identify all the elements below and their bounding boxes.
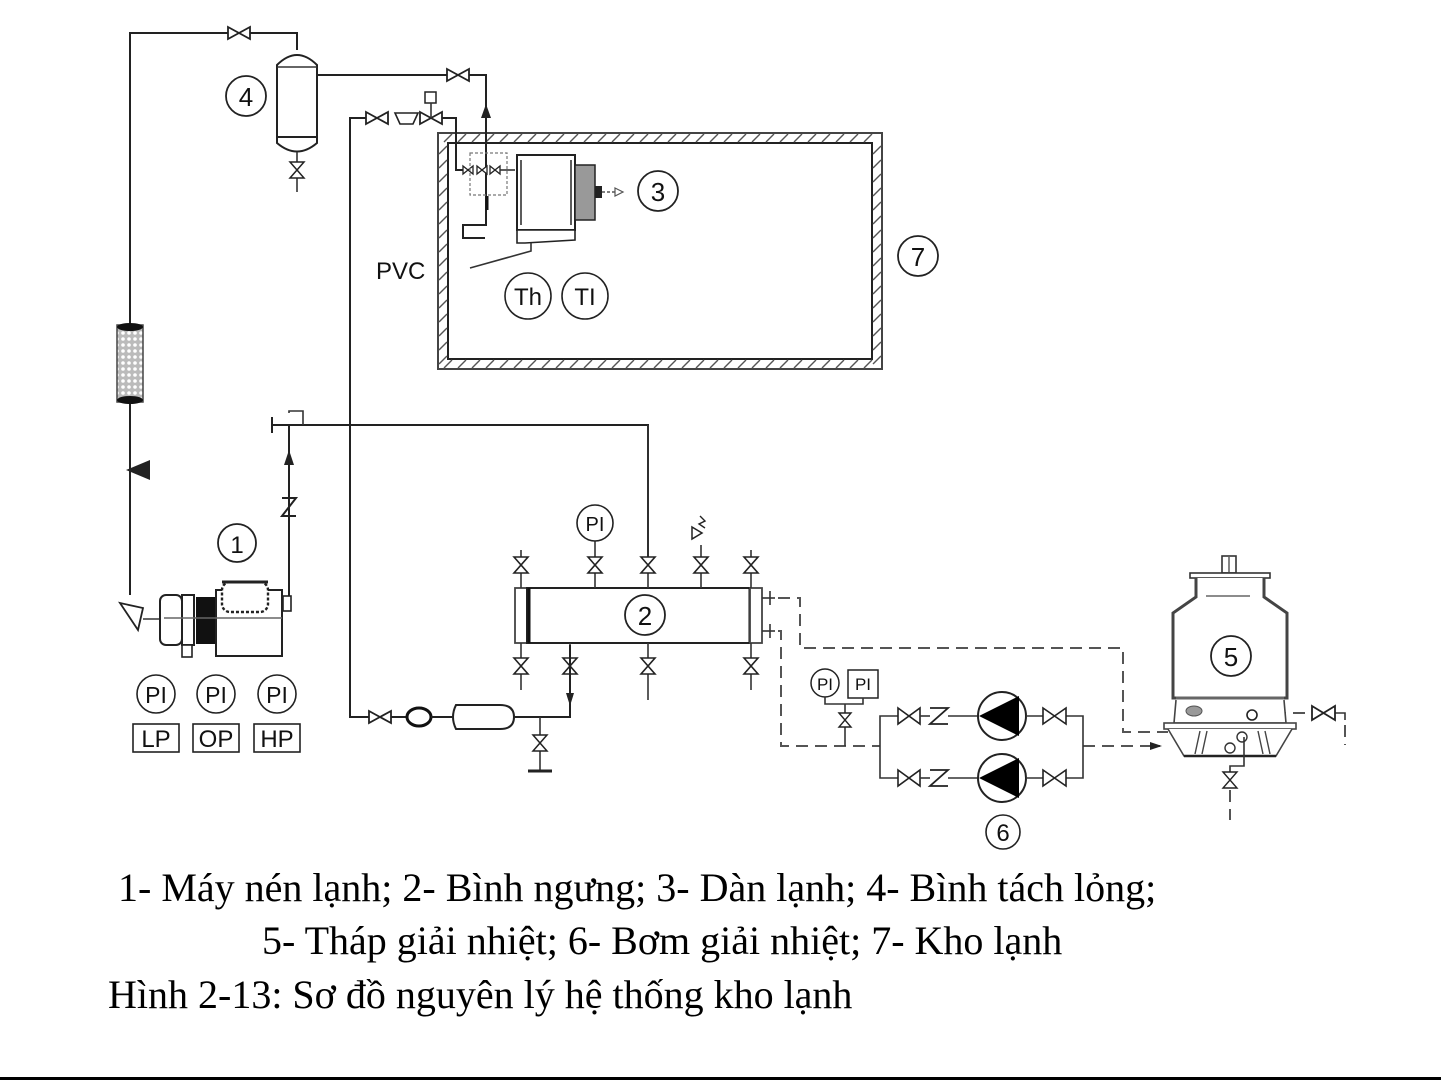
pvc-label: PVC (376, 258, 425, 285)
check-valve-icon (930, 708, 948, 724)
cold-room (438, 133, 882, 369)
svg-text:PI: PI (855, 675, 871, 694)
svg-text:PI: PI (205, 682, 227, 708)
valve-icon (641, 658, 655, 674)
gauge-pi-lp: PI LP (133, 675, 179, 753)
expansion-valve-icon (463, 153, 515, 210)
legend-line-2: 5- Tháp giải nhiệt; 6- Bơm giải nhiệt; 7… (262, 918, 1062, 964)
pump-assembly (880, 692, 1083, 802)
component-number: 2 (638, 601, 652, 631)
gauge-pi-op: PI OP (193, 675, 239, 753)
valve-icon (1043, 708, 1066, 724)
condenser-gauge-pi: PI (577, 505, 613, 541)
gauge-pi-hp: PI HP (254, 675, 300, 753)
svg-text:PI: PI (817, 675, 833, 694)
label-1: 1 (218, 524, 256, 562)
check-valve-icon (930, 770, 948, 786)
svg-text:TI: TI (574, 284, 595, 311)
figure-title: Hình 2-13: Sơ đồ nguyên lý hệ thống kho … (108, 972, 852, 1018)
filter-drier-icon (117, 323, 143, 404)
condenser (514, 425, 762, 700)
svg-text:Th: Th (514, 284, 542, 311)
label-4: 4 (226, 76, 266, 116)
valve-icon (1043, 770, 1066, 786)
valve-icon (588, 557, 602, 573)
suction-line (130, 33, 297, 595)
valve-icon (694, 557, 708, 573)
pump-gauge-pi: PI (811, 669, 839, 697)
component-number: 7 (911, 242, 925, 272)
label-2: 2 (625, 595, 665, 635)
component-number: 4 (239, 82, 253, 112)
valve-icon (514, 557, 528, 573)
thermostat-Th: Th (505, 273, 551, 319)
label-7: 7 (898, 236, 938, 276)
label-5: 5 (1211, 636, 1251, 676)
svg-text:PI: PI (266, 682, 288, 708)
liquid-separator (277, 55, 317, 192)
valve-icon (228, 27, 250, 39)
label-6: 6 (986, 815, 1020, 849)
valve-icon (641, 557, 655, 573)
svg-text:PI: PI (145, 682, 167, 708)
switch-lp: LP (141, 726, 170, 753)
valve-icon (744, 658, 758, 674)
thermometer-TI: TI (562, 273, 608, 319)
component-number: 3 (651, 177, 665, 207)
liquid-line-bottom (369, 645, 574, 771)
refrigeration-schematic: 4 3 PVC Th TI (0, 0, 1441, 860)
valve-icon (898, 708, 920, 724)
switch-op: OP (199, 726, 234, 753)
component-number: 6 (996, 820, 1009, 847)
label-3: 3 (638, 171, 678, 211)
legend-line-1: 1- Máy nén lạnh; 2- Bình ngưng; 3- Dàn l… (118, 865, 1156, 911)
switch-hp: HP (260, 726, 293, 753)
valve-icon (514, 658, 528, 674)
safety-valve-icon (692, 516, 705, 539)
svg-text:PI: PI (586, 514, 605, 536)
component-number: 1 (230, 532, 243, 559)
valve-icon (898, 770, 920, 786)
valve-icon (744, 557, 758, 573)
pump-switch-pi: PI (848, 670, 878, 698)
component-number: 5 (1224, 642, 1238, 672)
compressor (120, 582, 291, 657)
page-bottom-rule (0, 1077, 1441, 1080)
